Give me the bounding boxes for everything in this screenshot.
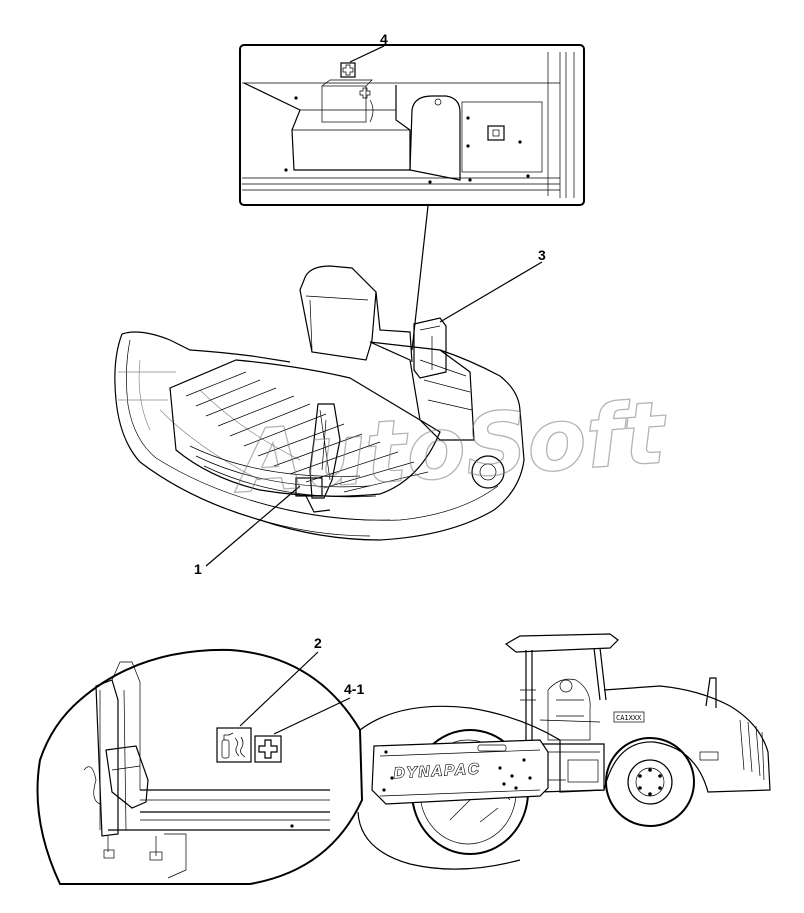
model-plate: CA1XXX (616, 714, 642, 722)
soil-compactor: CA1XXX (371, 633, 771, 855)
brand-logo: DYNAPAC (393, 760, 481, 782)
callout-2: 2 (314, 635, 322, 651)
callout-3: 3 (538, 247, 546, 263)
callout-1: 1 (194, 561, 202, 577)
decal-detail-circle (36, 648, 364, 885)
first-aid-icon (254, 735, 282, 763)
first-aid-icon (340, 62, 356, 78)
callout-4: 4 (380, 31, 388, 47)
fire-extinguisher-icon (216, 727, 252, 763)
callout-4-1: 4-1 (344, 681, 364, 697)
watermark: AutoSoft (229, 383, 671, 513)
cab-detail-inset: 4 (239, 31, 585, 206)
